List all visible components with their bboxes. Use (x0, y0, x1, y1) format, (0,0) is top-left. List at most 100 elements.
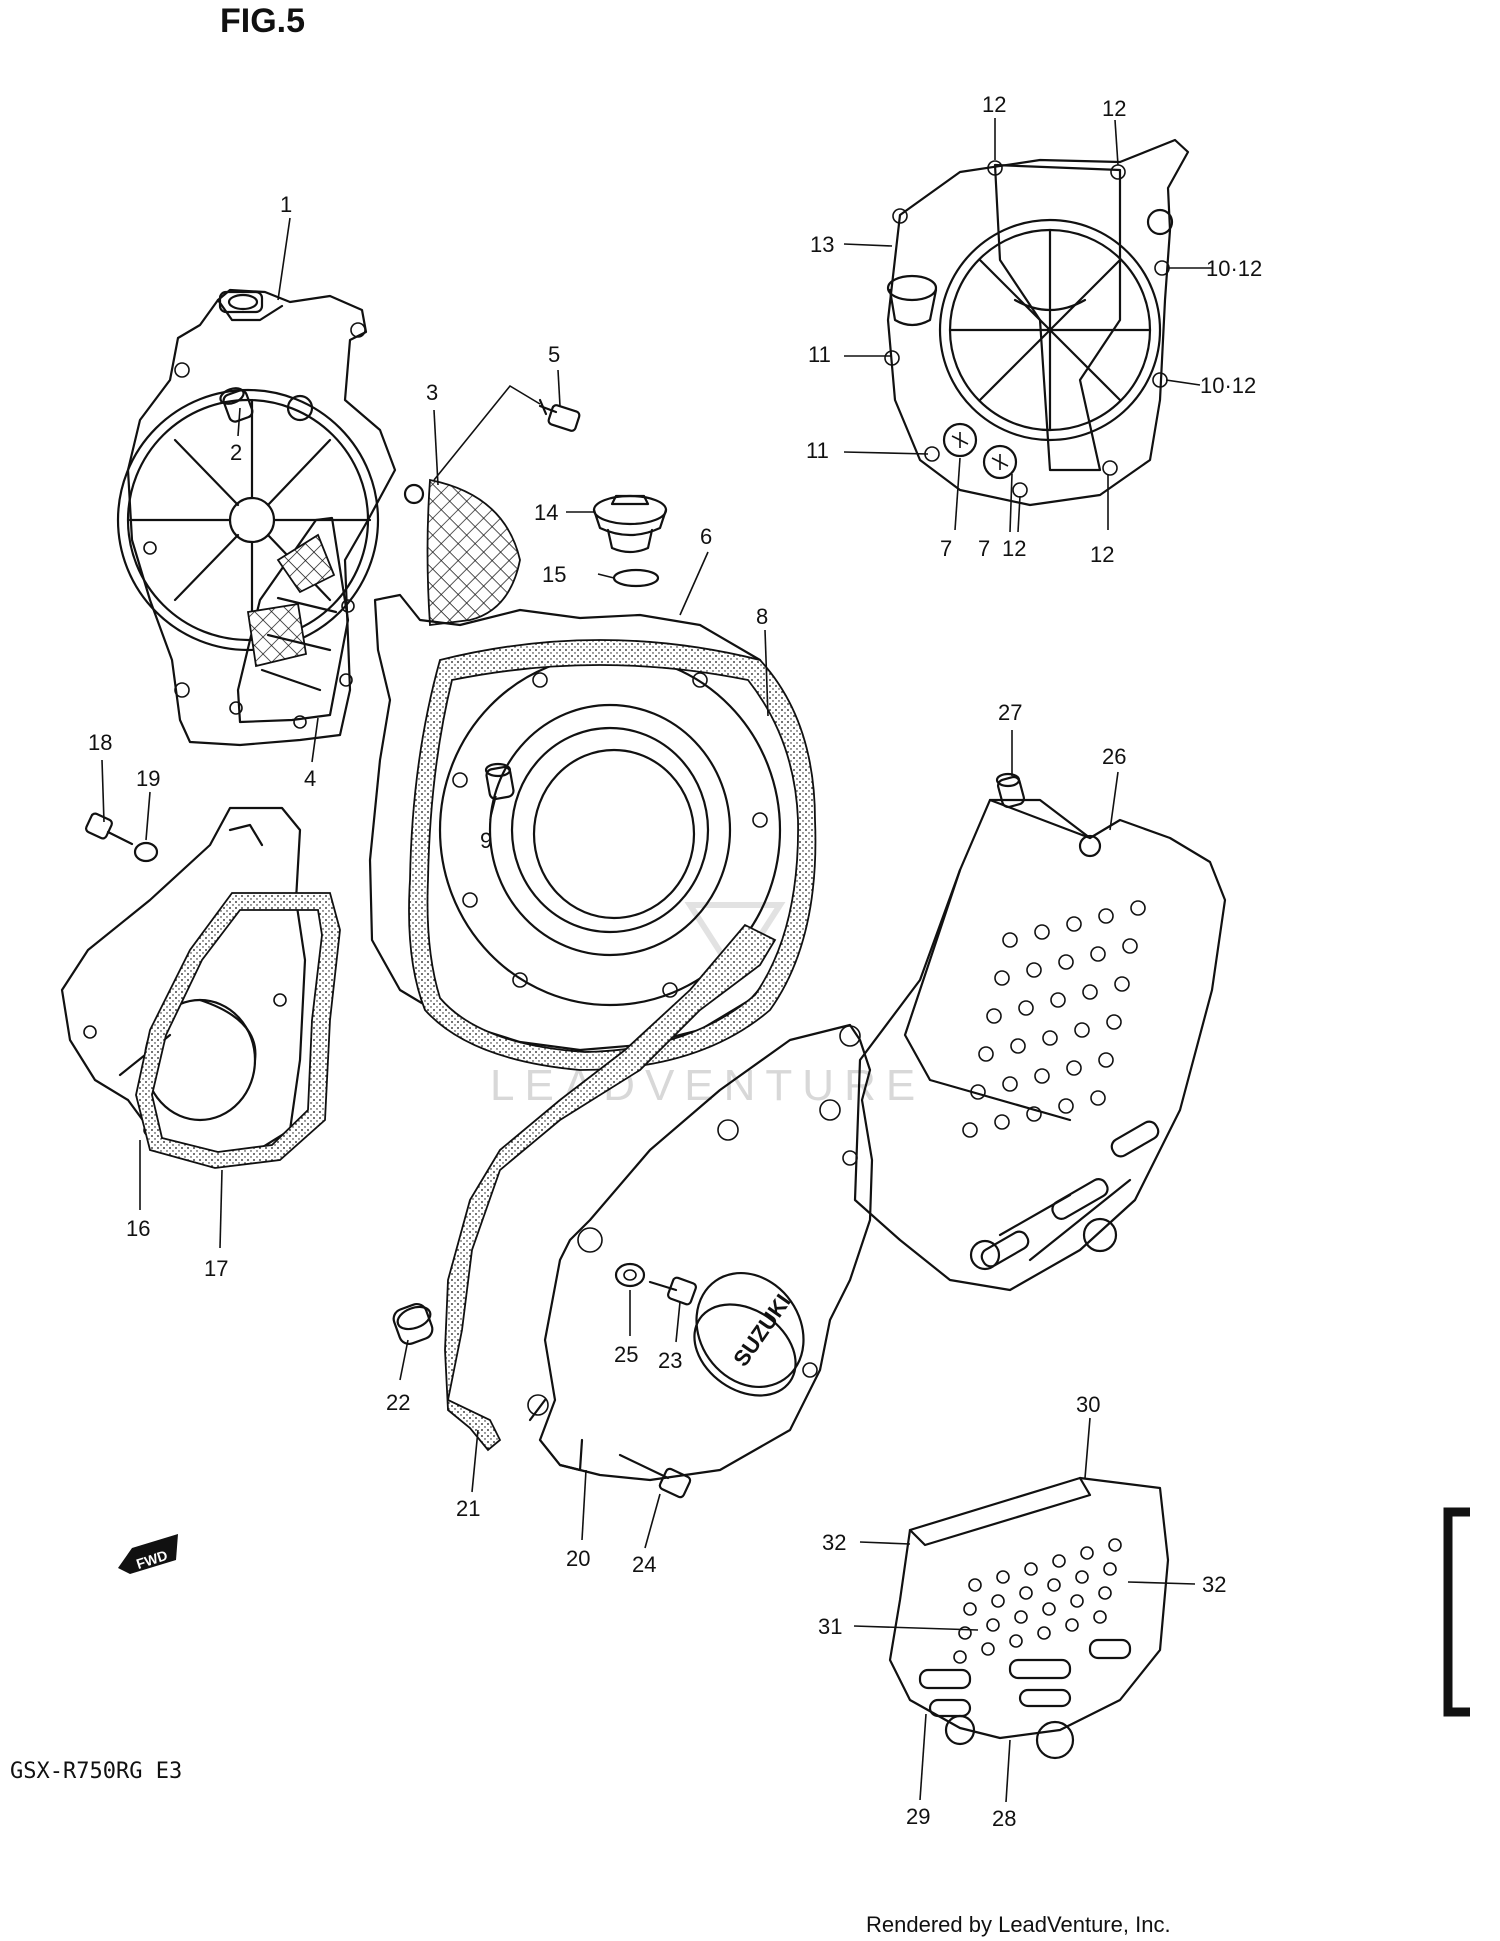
perforation-hole (1042, 1602, 1056, 1616)
perforation-hole (1070, 1594, 1084, 1608)
perforation-hole (1082, 984, 1098, 1000)
callout-12a: 12 (982, 92, 1006, 117)
perforation-hole (962, 1122, 978, 1138)
callout-11b: 11 (806, 438, 829, 463)
perforation-hole (1108, 1538, 1122, 1552)
perforation-hole (1090, 946, 1106, 962)
callout-23: 23 (658, 1348, 682, 1373)
perforation-hole (963, 1602, 977, 1616)
callout-7b: 7 (978, 536, 990, 561)
perforation-hole (953, 1650, 967, 1664)
perforation-hole (958, 1626, 972, 1640)
callout-14: 14 (534, 500, 558, 525)
part-19-washer (133, 841, 159, 863)
callout-9: 9 (480, 828, 492, 853)
callout-3: 3 (426, 380, 438, 405)
perforation-hole (1002, 932, 1018, 948)
callout-31: 31 (818, 1614, 842, 1639)
credit-line: Rendered by LeadVenture, Inc. (866, 1912, 1171, 1937)
perforation-hole (968, 1578, 982, 1592)
part-2-dowel (219, 387, 314, 423)
callout-30: 30 (1076, 1392, 1100, 1417)
leader-lines (101, 118, 1212, 1803)
part-6-clutch-cover (368, 593, 802, 1052)
callout-labels: 1 2 3 4 5 6 7 7 8 9 10·12 10·12 11 11 12… (88, 92, 1262, 1831)
callout-22: 22 (386, 1390, 410, 1415)
part-18-bolt (85, 812, 134, 846)
callout-4: 4 (304, 766, 316, 791)
part-4-screen (236, 516, 350, 724)
part-15-o-ring (612, 568, 660, 588)
model-code: GSX-R750RG E3 (10, 1759, 182, 1784)
perforation-hole (1034, 1068, 1050, 1084)
callout-21: 21 (456, 1496, 480, 1521)
perforation-hole (1026, 1106, 1042, 1122)
callout-10b: 10·12 (1200, 373, 1256, 398)
perforation-hole (1047, 1578, 1061, 1592)
perforation-hole (1065, 1618, 1079, 1632)
perforation-hole (1018, 1000, 1034, 1016)
callout-15: 15 (542, 562, 566, 587)
callout-28: 28 (992, 1806, 1016, 1831)
callout-17: 17 (204, 1256, 228, 1281)
callout-11a: 11 (808, 342, 831, 367)
callout-26: 26 (1102, 744, 1126, 769)
perforation-hole (1114, 976, 1130, 992)
perforation-hole (1093, 1610, 1107, 1624)
perforation-hole (986, 1008, 1002, 1024)
perforation-hole (1026, 962, 1042, 978)
part-24-bolt (618, 1453, 692, 1499)
perforation-hole (1103, 1562, 1117, 1576)
perforation-hole (1122, 938, 1138, 954)
callout-1: 1 (280, 192, 292, 217)
callout-32b: 32 (1202, 1572, 1226, 1597)
part-9-dowel (484, 762, 515, 801)
callout-12c: 12 (1002, 536, 1026, 561)
perforation-hole (994, 970, 1010, 986)
perforation-hole (1058, 1098, 1074, 1114)
part-28-29-30-guard (888, 1476, 1170, 1760)
part-22-dowel (392, 1302, 434, 1346)
perforation-hole (1074, 1022, 1090, 1038)
callout-12d: 12 (1090, 542, 1114, 567)
perforation-hole (978, 1046, 994, 1062)
part-8-gasket (408, 639, 817, 1071)
perforation-hole (996, 1570, 1010, 1584)
perforation-hole (1130, 900, 1146, 916)
perforation-hole (1098, 1586, 1112, 1600)
perforation-hole (1014, 1610, 1028, 1624)
perforation-hole (1037, 1626, 1051, 1640)
callout-27: 27 (998, 700, 1022, 725)
perforation-hole (1090, 1090, 1106, 1106)
callout-13: 13 (810, 232, 834, 257)
callout-12b: 12 (1102, 96, 1126, 121)
perforation-hole (991, 1594, 1005, 1608)
perforation-hole (1075, 1570, 1089, 1584)
svg-text:SUZUKI: SUZUKI (728, 1289, 795, 1370)
part-clutch-outer-cover (884, 138, 1190, 507)
callout-20: 20 (566, 1546, 590, 1571)
perforation-hole (1106, 1014, 1122, 1030)
bracket-mark (1443, 1507, 1470, 1717)
part-25-washer (614, 1262, 646, 1288)
callout-29: 29 (906, 1804, 930, 1829)
perforation-hole (1050, 992, 1066, 1008)
perforation-hole (1002, 1076, 1018, 1092)
callout-25: 25 (614, 1342, 638, 1367)
perforation-hole (994, 1114, 1010, 1130)
perforation-hole (1098, 1052, 1114, 1068)
callout-24: 24 (632, 1552, 656, 1577)
brand-badge: SUZUKI (693, 1289, 797, 1397)
callout-32a: 32 (822, 1530, 846, 1555)
perforation-hole (1058, 954, 1074, 970)
perforation-hole (1010, 1038, 1026, 1054)
perforation-hole (1009, 1634, 1023, 1648)
part-20-crankcase-cover (527, 1023, 874, 1482)
perforation-hole (1019, 1586, 1033, 1600)
part-21-gasket (444, 923, 777, 1452)
part-27-dowel (995, 772, 1026, 809)
perforation-hole (1034, 924, 1050, 940)
part-26-perforated-cover (853, 798, 1227, 1292)
part-23-bolt (648, 1276, 698, 1306)
figure-title: FIG.5 (220, 2, 305, 40)
